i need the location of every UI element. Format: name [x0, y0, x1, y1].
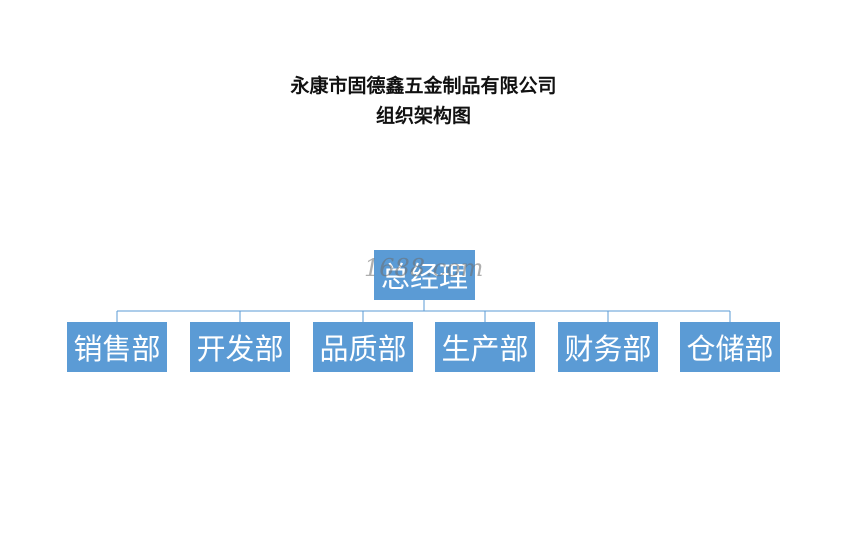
chart-title: 永康市固德鑫五金制品有限公司 — [290, 75, 557, 97]
org-node-sales[interactable]: 销售部 — [67, 322, 167, 372]
org-node-root-label: 总经理 — [380, 260, 468, 294]
org-node-label: 开发部 — [196, 332, 284, 366]
org-node-quality[interactable]: 品质部 — [313, 322, 413, 372]
org-node-label: 财务部 — [564, 332, 652, 366]
chart-subtitle: 组织架构图 — [375, 105, 471, 127]
org-node-label: 生产部 — [441, 332, 529, 366]
org-node-development[interactable]: 开发部 — [190, 322, 290, 372]
org-node-root[interactable]: 总经理 — [374, 250, 475, 300]
org-node-label: 仓储部 — [686, 332, 774, 366]
org-node-warehouse[interactable]: 仓储部 — [680, 322, 780, 372]
org-node-production[interactable]: 生产部 — [435, 322, 535, 372]
org-node-finance[interactable]: 财务部 — [558, 322, 658, 372]
org-node-label: 销售部 — [73, 332, 161, 366]
org-node-label: 品质部 — [319, 332, 407, 366]
